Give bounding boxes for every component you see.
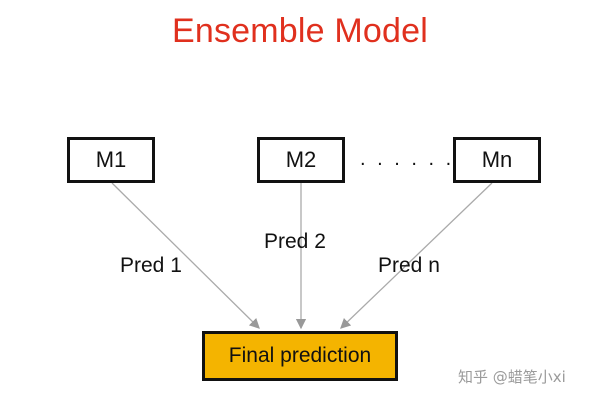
- model-label-m2: M2: [285, 147, 317, 172]
- model-box-m1: M1: [67, 137, 155, 183]
- final-prediction-box: Final prediction: [202, 331, 398, 381]
- model-box-m2: M2: [257, 137, 345, 183]
- watermark: 知乎 @蜡笔小xi: [458, 368, 566, 386]
- pred-label-2: Pred 2: [264, 230, 326, 253]
- model-box-mn: Mn: [453, 137, 541, 183]
- final-prediction-label: Final prediction: [228, 344, 372, 367]
- pred-label-1: Pred 1: [120, 254, 182, 277]
- pred-label-n: Pred n: [378, 254, 440, 277]
- ellipsis: . . . . . .: [360, 148, 455, 170]
- diagram-title: Ensemble Model: [171, 12, 429, 50]
- arrow-mn-to-final: [340, 182, 493, 329]
- arrow-m1-to-final: [111, 182, 260, 329]
- model-label-mn: Mn: [481, 147, 513, 172]
- model-label-m1: M1: [95, 147, 127, 172]
